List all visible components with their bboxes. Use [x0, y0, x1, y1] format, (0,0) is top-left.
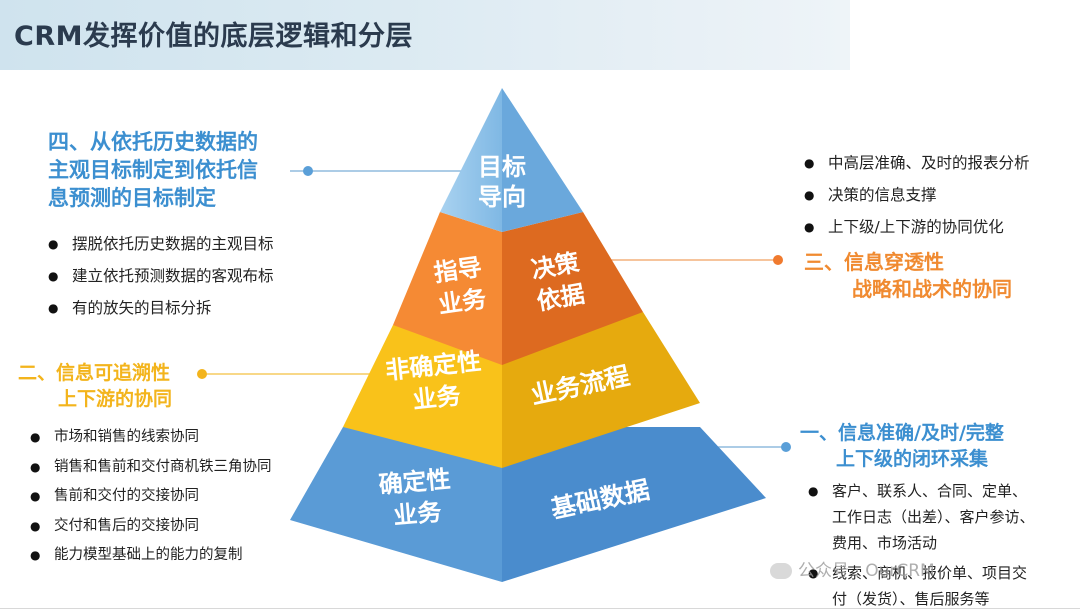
left-top-heading-line2: 主观目标制定到依托信 [48, 158, 258, 182]
left-mid-heading: 二、信息可追溯性 上下游的协同 [18, 360, 172, 412]
pyramid-top-label: 目标 导向 [470, 152, 534, 212]
pyramid-top-line1: 目标 [478, 153, 526, 181]
right-bottom-heading: 一、信息准确/及时/完整 上下级的闭环采集 [800, 420, 1004, 472]
connector-dot [303, 166, 313, 176]
pyramid-l2-left-label: 指导 业务 [424, 250, 496, 322]
pyramid-level-4-right [502, 427, 766, 582]
list-item: 决策的信息支撑 [804, 179, 1030, 211]
list-item: 建立依托预测数据的客观布标 [48, 260, 274, 292]
list-item: 市场和销售的线索协同 [30, 423, 272, 453]
connector-dot [197, 369, 207, 379]
left-top-bullet-list: 摆脱依托历史数据的主观目标 建立依托预测数据的客观布标 有的放矢的目标分拆 [48, 228, 274, 324]
right-top-heading-line1: 三、信息穿透性 [804, 250, 944, 274]
list-item: 有的放矢的目标分拆 [48, 292, 274, 324]
list-item-line: 付（发货）、售后服务等 [832, 590, 990, 608]
list-item: 上下级/上下游的协同优化 [804, 211, 1030, 243]
pyramid-level-3-left [343, 325, 502, 468]
list-item-line: 客户、联系人、合同、定单、 [832, 482, 1028, 500]
page-title: CRM发挥价值的底层逻辑和分层 [14, 21, 413, 52]
list-item-line: 工作日志（出差）、客户参访、 [832, 508, 1035, 526]
pyramid-level-1-right [502, 88, 583, 232]
list-item-line: 线索、商机、报价单、项目交 [832, 564, 1028, 582]
pyramid-level-1-left [440, 88, 502, 232]
right-bottom-bullet-list: 客户、联系人、合同、定单、 工作日志（出差）、客户参访、 费用、市场活动 线索、… [808, 478, 1035, 612]
left-mid-bullet-list: 市场和销售的线索协同 销售和售前和交付商机铁三角协同 售前和交付的交接协同 交付… [30, 423, 272, 571]
left-mid-heading-line2: 上下游的协同 [58, 388, 173, 410]
list-item: 中高层准确、及时的报表分析 [804, 147, 1030, 179]
pyramid-level-2-right [502, 212, 643, 365]
connector-dot [781, 442, 791, 452]
pyramid-level-3-right [502, 312, 700, 468]
divider [0, 608, 1080, 609]
left-top-heading: 四、从依托历史数据的 主观目标制定到依托信 息预测的目标制定 [48, 128, 258, 212]
list-item: 销售和售前和交付商机铁三角协同 [30, 453, 272, 483]
right-top-bullet-list: 中高层准确、及时的报表分析 决策的信息支撑 上下级/上下游的协同优化 [804, 147, 1030, 243]
pyramid-l3-left-label: 非确定性 业务 [377, 344, 493, 419]
list-item: 交付和售后的交接协同 [30, 512, 272, 542]
pyramid-l4-left-label: 确定性 业务 [365, 462, 466, 534]
list-item-line: 费用、市场活动 [832, 534, 938, 552]
list-item: 售前和交付的交接协同 [30, 482, 272, 512]
pyramid-l2-right-label: 决策 依据 [521, 245, 595, 319]
watermark-text: 公众号 · OurCRM [798, 561, 935, 581]
pyramid-top-line2: 导向 [478, 183, 526, 211]
left-top-heading-line3: 息预测的目标制定 [48, 186, 216, 210]
right-top-heading-line2: 战略和战术的协同 [852, 277, 1012, 301]
left-top-heading-line1: 四、从依托历史数据的 [48, 130, 258, 154]
list-item: 摆脱依托历史数据的主观目标 [48, 228, 274, 260]
title-banner: CRM发挥价值的底层逻辑和分层 [0, 0, 850, 70]
connector-dot [773, 255, 783, 265]
list-item: 线索、商机、报价单、项目交 付（发货）、售后服务等 [808, 560, 1035, 612]
watermark: 公众号 · OurCRM [770, 556, 935, 581]
wechat-icon [770, 563, 792, 579]
right-bottom-heading-line2: 上下级的闭环采集 [836, 448, 989, 470]
pyramid-level-2-left [393, 212, 502, 365]
right-top-heading: 三、信息穿透性 战略和战术的协同 [804, 249, 1012, 303]
list-item: 能力模型基础上的能力的复制 [30, 541, 272, 571]
pyramid-level-4-left [290, 427, 502, 582]
left-mid-heading-line1: 二、信息可追溯性 [18, 362, 171, 384]
list-item: 客户、联系人、合同、定单、 工作日志（出差）、客户参访、 费用、市场活动 [808, 478, 1035, 556]
right-bottom-heading-line1: 一、信息准确/及时/完整 [800, 422, 1004, 444]
